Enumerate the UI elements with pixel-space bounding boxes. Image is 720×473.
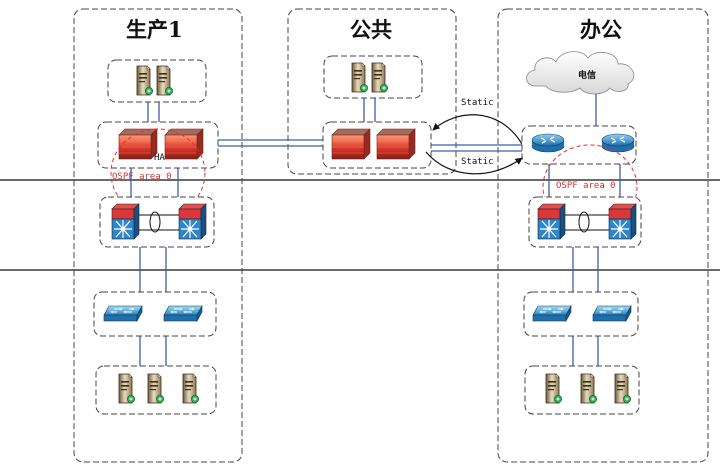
ospf-area-ring-office: [542, 144, 638, 230]
core-switch-icon: [178, 203, 207, 240]
server-icon: [351, 62, 369, 93]
server-icon: [545, 373, 563, 404]
server-icon: [147, 373, 165, 404]
static-route-arrow-top: [432, 114, 523, 145]
zone-office: [497, 8, 709, 463]
access-switch-icon: [103, 305, 143, 322]
stack-link-icon: [139, 211, 179, 233]
server-icon: [614, 373, 632, 404]
cloud-icon: [526, 51, 635, 95]
router-icon: [531, 133, 565, 153]
firewall-icon: [118, 128, 158, 160]
links: [130, 90, 621, 367]
access-switch-icon: [592, 305, 632, 322]
router-icon: [601, 133, 635, 153]
core-switch-icon: [537, 203, 566, 240]
stack-link-icon: [565, 211, 609, 233]
zone-production: [73, 8, 243, 463]
firewall-icon: [376, 128, 416, 160]
firewall-icon: [164, 128, 204, 160]
access-switch-icon: [163, 305, 203, 322]
server-icon: [371, 62, 389, 93]
server-icon: [136, 65, 154, 96]
static-route-arrow-bottom: [425, 151, 523, 175]
core-switch-icon: [608, 203, 637, 240]
server-icon: [156, 65, 174, 96]
server-icon: [182, 373, 200, 404]
server-icon: [118, 373, 136, 404]
access-switch-icon: [532, 305, 572, 322]
production-switch-group: [93, 291, 217, 337]
firewall-icon: [331, 128, 371, 160]
core-switch-icon: [111, 203, 140, 240]
office-switch-group: [523, 291, 639, 337]
zone-public: [287, 8, 457, 175]
server-icon: [580, 373, 598, 404]
